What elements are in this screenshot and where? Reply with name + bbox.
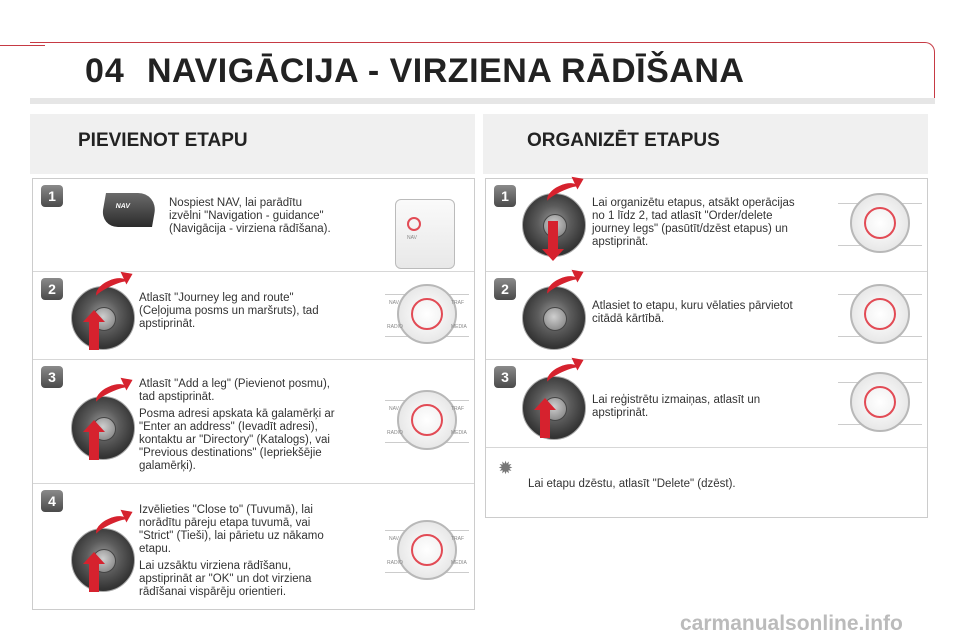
step-line: (Navigācija - virziena rādīšana). [169,223,331,235]
dial-label: NAV [389,536,399,542]
left-step-1: 1 NAV Nospiest NAV, lai parādītu izvēlni… [33,179,474,272]
dial-label: MEDIA [451,430,467,436]
left-section-band [30,114,475,174]
nav-panel-illustration: NAV [385,187,469,269]
step-line: citādā kārtībā. [592,313,665,325]
step-number: 3 [41,366,63,388]
step-line: Atlasīt "Add a leg" (Pievienot posmu), [139,378,330,390]
left-steps-panel: 1 NAV Nospiest NAV, lai parādītu izvēlni… [32,178,475,610]
right-step-2: 2 Atlasiet to etapu, kuru vēlaties pārvi… [486,271,927,360]
step-line: apstiprināt ar "OK" un dot virziena [139,573,312,585]
step-line: Nospiest NAV, lai parādītu [169,197,302,209]
step-line: Lai organizētu etapus, atsākt operācijas [592,197,795,209]
step-number: 1 [494,185,516,207]
dial-label: TRAF [451,300,465,306]
step-line: izvēlni "Navigation - guidance" [169,210,324,222]
header-diagonal-line [0,45,45,100]
step-text: Nospiest NAV, lai parādītu izvēlni "Navi… [169,197,379,236]
nav-key-highlight-icon [407,217,421,231]
note-text: Lai etapu dzēstu, atlasīt "Delete" (dzēs… [528,478,736,490]
dial-illustration: NAV TRAF RADIO MEDIA [385,514,469,592]
step-number: 3 [494,366,516,388]
step-text: Atlasīt "Add a leg" (Pievienot posmu), t… [139,378,379,473]
left-section-title: PIEVIENOT ETAPU [78,130,248,151]
step-line: "Previous destinations" (Iepriekšējie [139,447,322,459]
press-arrow-icon [83,420,105,460]
settings-icon: ✹ [498,458,514,478]
step-number: 2 [494,278,516,300]
dial-label: NAV [407,235,417,241]
dial-label: TRAF [451,536,465,542]
step-text: Lai organizētu etapus, atsākt operācijas… [592,197,832,249]
right-step-1: 1 Lai organizētu etapus, atsākt operācij… [486,178,927,272]
dial-illustration [838,278,922,356]
right-note: ✹ Lai etapu dzēstu, atlasīt "Delete" (dz… [486,448,927,518]
step-line: "Strict" (Tieši), lai pārietu uz nākamo [139,530,324,542]
dial-label: RADIO [387,430,403,436]
right-section-title: ORGANIZĒT ETAPUS [527,130,720,151]
left-step-3: 3 Atlasīt "Add a leg" (Pievienot posmu),… [33,360,474,484]
step-text: Izvēlieties "Close to" (Tuvumā), lai nor… [139,504,379,599]
right-steps-panel: 1 Lai organizētu etapus, atsākt operācij… [485,178,928,518]
step-line: Atlasiet to etapu, kuru vēlaties pārviet… [592,300,793,312]
dial-label: RADIO [387,324,403,330]
step-line: Atlasīt "Journey leg and route" [139,292,294,304]
nav-panel-icon [395,199,455,269]
step-line: Lai reģistrētu izmaiņas, atlasīt un [592,394,761,406]
press-arrow-icon [542,221,564,261]
step-line: (Ceļojuma posms un maršruts), tad [139,305,319,317]
chapter-number: 04 [85,52,125,90]
step-line: Izvēlieties "Close to" (Tuvumā), lai [139,504,313,516]
dial-label: MEDIA [451,324,467,330]
press-arrow-icon [83,552,105,592]
header-stripe [30,98,935,104]
step-line: rādīšanai vispārēju orientieri. [139,586,287,598]
watermark: carmanualsonline.info [680,612,903,635]
right-section-band [483,114,928,174]
step-number: 2 [41,278,63,300]
right-step-3: 3 Lai reģistrētu izmaiņas, atlasīt un ap… [486,359,927,448]
step-line: Lai uzsāktu virziena rādīšanu, [139,560,292,572]
step-text: Atlasīt "Journey leg and route" (Ceļojum… [139,292,379,331]
step-line: galamērķi). [139,460,196,472]
step-number: 4 [41,490,63,512]
step-line: etapu. [139,543,171,555]
left-step-4: 4 Izvēlieties "Close to" (Tuvumā), lai n… [33,484,474,610]
dial-illustration [838,187,922,265]
dial-illustration [838,366,922,444]
step-text: Atlasiet to etapu, kuru vēlaties pārviet… [592,300,832,326]
press-arrow-icon [534,398,556,438]
step-line: tad apstiprināt. [139,391,215,403]
dial-label: MEDIA [451,560,467,566]
step-line: norādītu pāreju etapa tuvumā, vai [139,517,311,529]
step-line: apstiprināt. [592,236,649,248]
header-frame [30,42,935,102]
step-line: journey legs" (pasūtīt/dzēst etapus) un [592,223,788,235]
dial-label: NAV [389,406,399,412]
step-text: Lai reģistrētu izmaiņas, atlasīt un apst… [592,394,832,420]
left-step-2: 2 Atlasīt "Journey leg and route" (Ceļoj… [33,272,474,360]
page-title: NAVIGĀCIJA - VIRZIENA RĀDĪŠANA [147,52,745,90]
step-line: Posma adresi apskata kā galamērķi ar [139,408,335,420]
press-arrow-icon [83,310,105,350]
nav-button-illustration: NAV [100,193,158,227]
step-line: "Enter an address" (Ievadīt adresi), [139,421,318,433]
step-line: no 1 līdz 2, tad atlasīt "Order/delete [592,210,773,222]
dial-illustration: NAV TRAF RADIO MEDIA [385,278,469,356]
step-line: kontaktu ar "Directory" (Katalogs), vai [139,434,330,446]
dial-illustration: NAV TRAF RADIO MEDIA [385,384,469,462]
dial-label: TRAF [451,406,465,412]
dial-label: RADIO [387,560,403,566]
dial-label: NAV [389,300,399,306]
step-line: apstiprināt. [139,318,196,330]
step-line: apstiprināt. [592,407,649,419]
step-number: 1 [41,185,63,207]
